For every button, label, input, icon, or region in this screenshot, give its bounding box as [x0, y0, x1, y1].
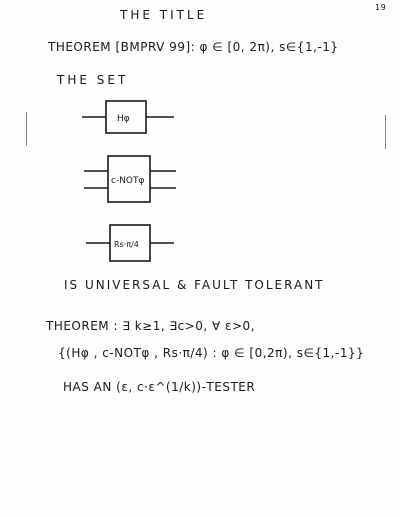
theorem-2-line-1: THEOREM : ∃ k≥1, ∃c>0, ∀ ε>0,	[46, 319, 256, 333]
left-margin-mark	[26, 112, 27, 146]
page-title: THE TITLE	[120, 8, 208, 22]
h-gate-diagram: Hφ	[82, 100, 174, 134]
right-margin-mark	[385, 115, 386, 149]
universal-statement: IS UNIVERSAL & FAULT TOLERANT	[64, 278, 325, 292]
r-gate-diagram: Rs·π/4	[86, 224, 174, 262]
h-gate-label: Hφ	[117, 114, 130, 124]
r-gate-label: Rs·π/4	[114, 240, 139, 249]
theorem-1-statement: THEOREM [BMPRV 99]: φ ∈ [0, 2π), s∈{1,-1…	[48, 40, 339, 54]
cnot-gate-diagram: c-NOTφ	[84, 155, 176, 203]
set-label: THE SET	[57, 73, 129, 87]
theorem-2-line-3: HAS AN (ε, c·ε^(1/k))-TESTER	[63, 380, 256, 394]
theorem-2-line-2: {(Hφ , c-NOTφ , Rs·π/4) : φ ∈ [0,2π), s∈…	[58, 346, 365, 360]
cnot-gate-label: c-NOTφ	[111, 176, 145, 186]
page-number: 19	[375, 3, 387, 12]
